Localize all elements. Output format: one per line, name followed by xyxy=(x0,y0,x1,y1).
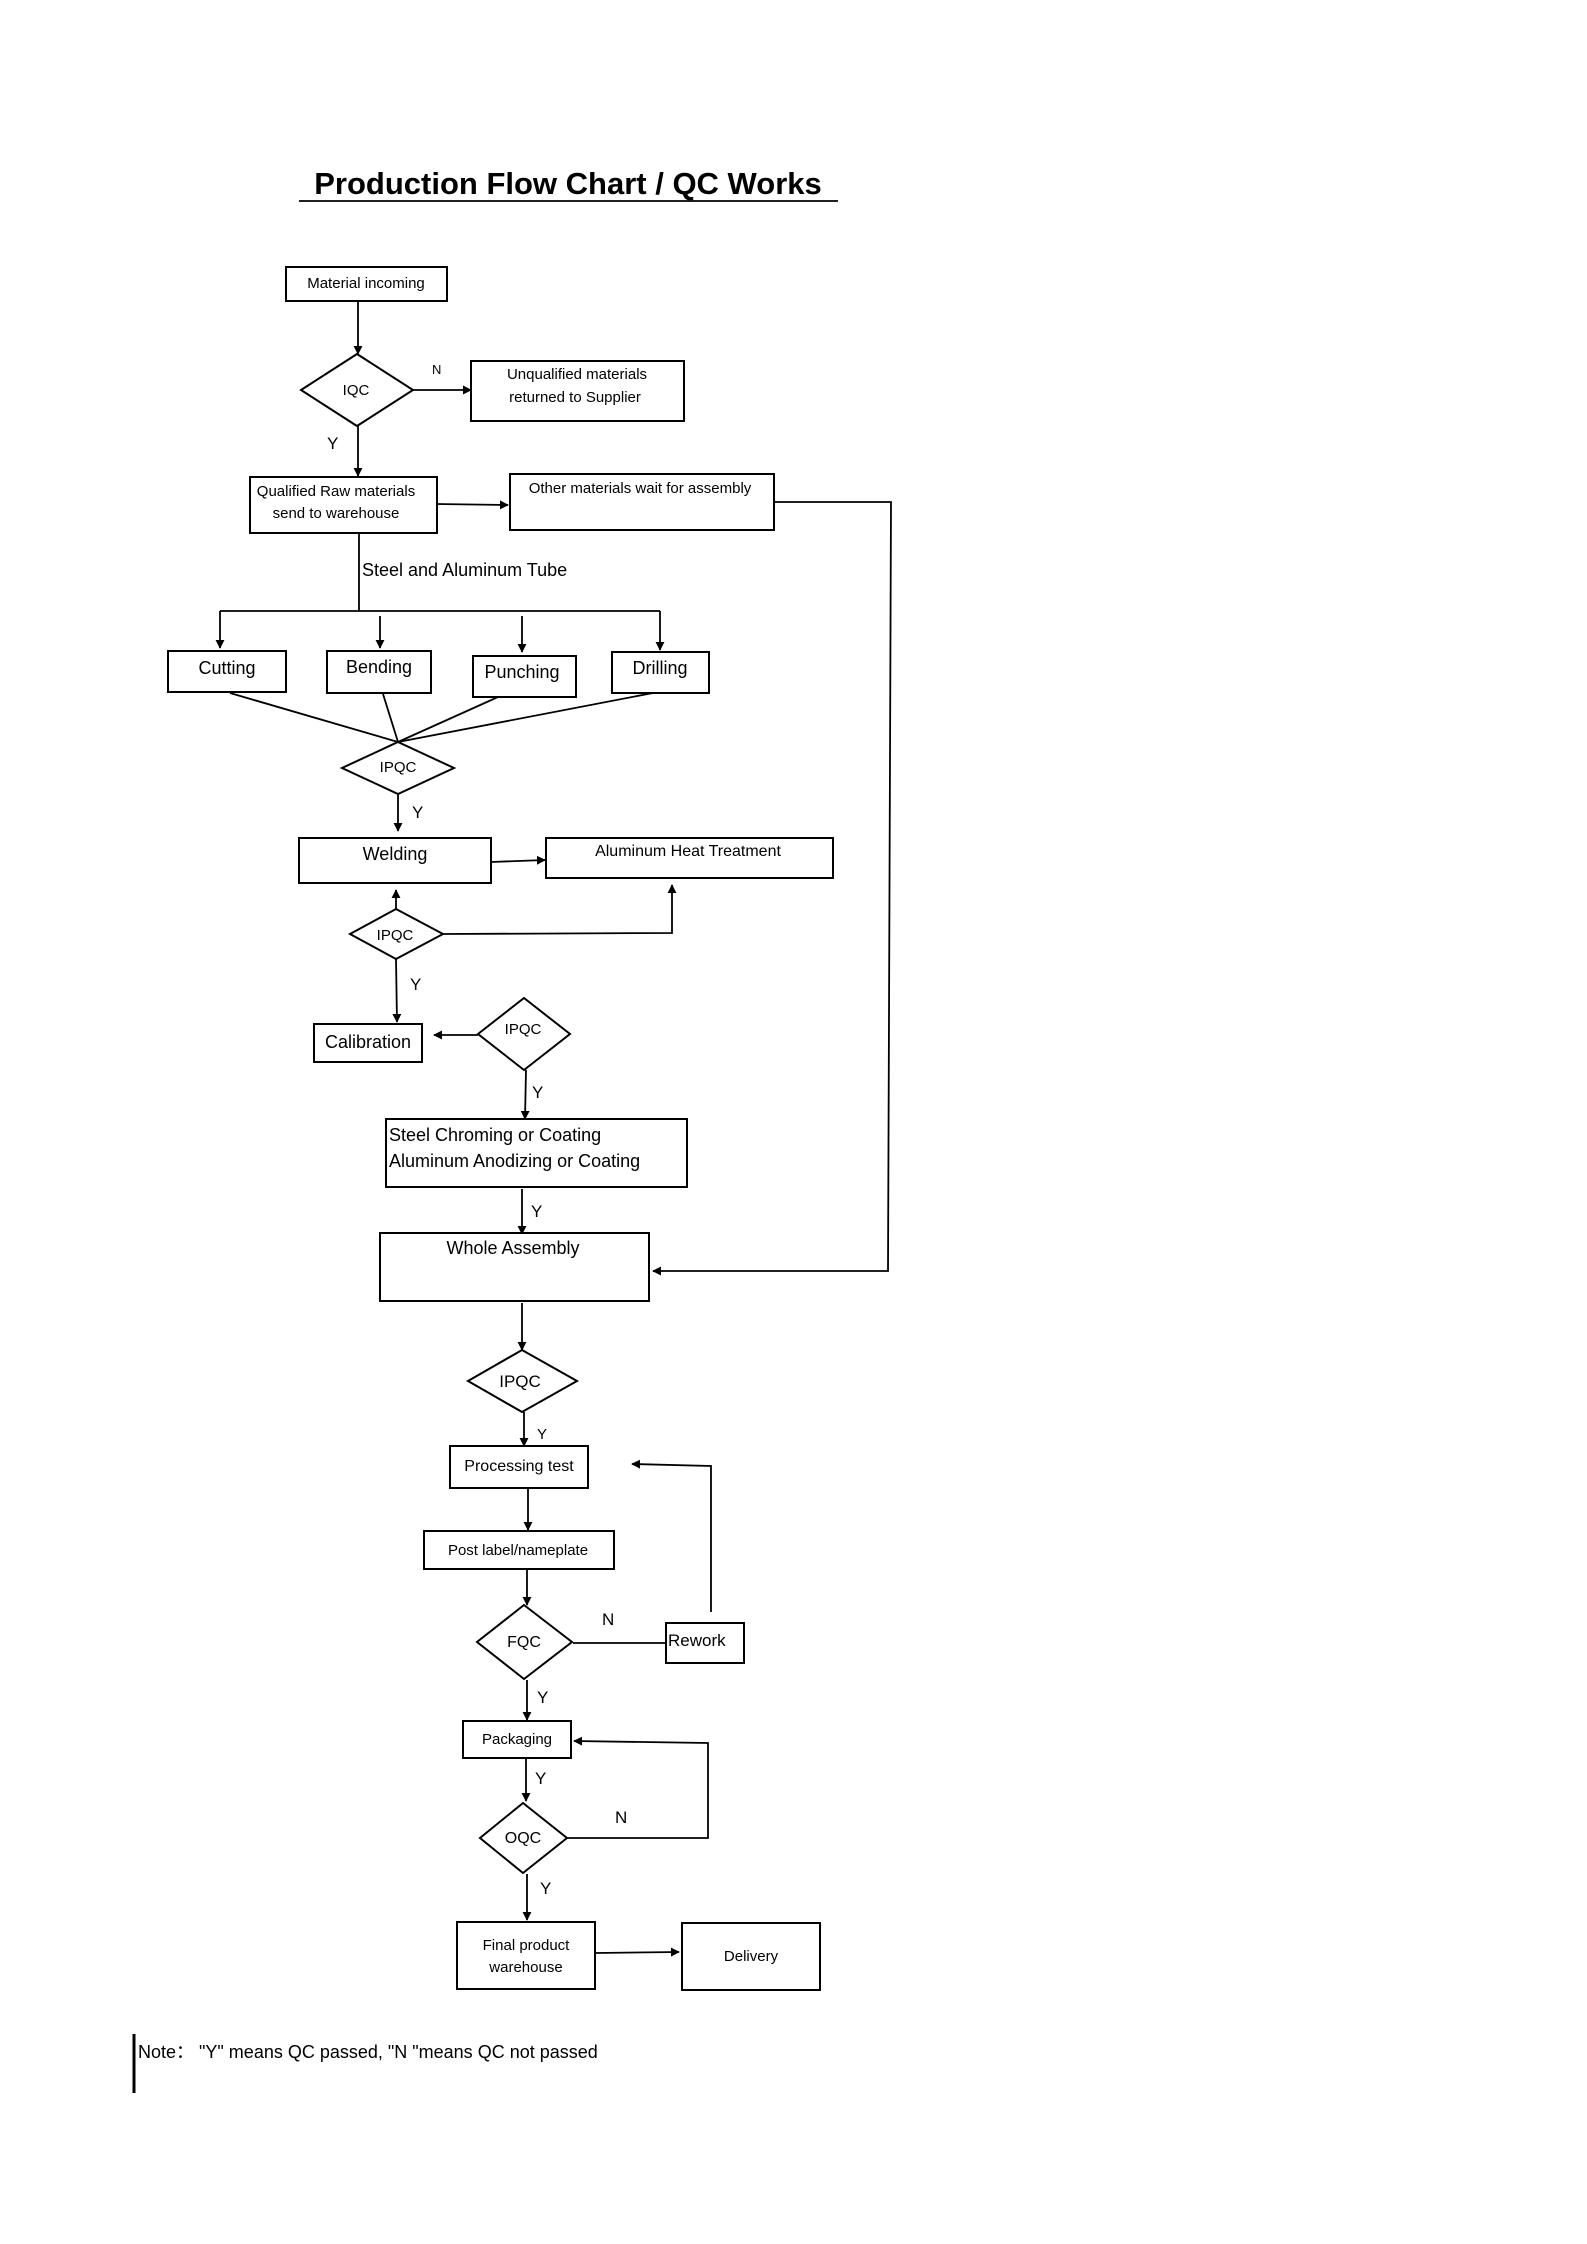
label-oqc-no: N xyxy=(615,1808,627,1827)
decision-ipqc-2: IPQC xyxy=(347,907,446,961)
node-aluminum-heat-treatment: Aluminum Heat Treatment xyxy=(545,837,834,879)
svg-text:IPQC: IPQC xyxy=(505,1021,542,1038)
svg-text:send to warehouse: send to warehouse xyxy=(273,505,400,522)
label-iqc-yes: Y xyxy=(327,434,338,453)
label-ipqc3-yes: Y xyxy=(532,1083,543,1102)
decision-ipqc-3: IPQC xyxy=(476,996,572,1072)
chart-title: Production Flow Chart / QC Works xyxy=(314,166,822,201)
node-material-incoming: Material incoming xyxy=(285,266,448,302)
label-chroming-yes: Y xyxy=(531,1202,542,1221)
node-calibration: Calibration xyxy=(313,1023,423,1063)
decision-iqc: IQC xyxy=(299,352,415,428)
node-rework: Rework xyxy=(665,1622,745,1664)
svg-text:Material incoming: Material incoming xyxy=(307,275,425,292)
svg-text:Post label/nameplate: Post label/nameplate xyxy=(448,1542,588,1559)
svg-text:Packaging: Packaging xyxy=(482,1731,552,1748)
node-post-label: Post label/nameplate xyxy=(423,1530,615,1570)
svg-text:Final product: Final product xyxy=(483,1937,571,1954)
node-bending: Bending xyxy=(326,650,432,694)
svg-text:FQC: FQC xyxy=(507,1634,541,1651)
node-delivery: Delivery xyxy=(681,1922,821,1991)
svg-text:IPQC: IPQC xyxy=(499,1372,541,1391)
decision-ipqc-1: IPQC xyxy=(339,740,457,796)
node-welding: Welding xyxy=(298,837,492,884)
label-ipqc2-yes: Y xyxy=(410,975,421,994)
svg-text:Delivery: Delivery xyxy=(724,1948,779,1965)
decision-fqc: FQC xyxy=(475,1603,574,1681)
node-whole-assembly: Whole Assembly xyxy=(379,1232,650,1302)
node-other-materials: Other materials wait for assembly xyxy=(509,473,775,531)
label-ipqc4-yes: Y xyxy=(537,1426,547,1443)
node-packaging: Packaging xyxy=(462,1720,572,1759)
label-fqc-no: N xyxy=(602,1610,614,1629)
decision-oqc: OQC xyxy=(478,1801,569,1875)
svg-text:Aluminum Anodizing or Coating: Aluminum Anodizing or Coating xyxy=(389,1151,640,1171)
svg-text:Calibration: Calibration xyxy=(325,1032,411,1052)
svg-text:Steel Chroming or Coating: Steel Chroming or Coating xyxy=(389,1125,601,1145)
note-text: Note： "Y" means QC passed, "N "means QC … xyxy=(138,2042,598,2062)
node-cutting: Cutting xyxy=(167,650,287,693)
svg-text:Unqualified materials: Unqualified materials xyxy=(507,366,647,383)
node-punching: Punching xyxy=(472,655,577,698)
label-fqc-yes: Y xyxy=(537,1688,548,1707)
svg-text:Other materials wait for asse: Other materials wait for assembly xyxy=(529,480,752,497)
svg-text:Rework: Rework xyxy=(668,1631,726,1650)
node-final-product-warehouse: Final product warehouse xyxy=(456,1921,596,1990)
node-drilling: Drilling xyxy=(611,651,710,694)
label-steel-aluminum-tube: Steel and Aluminum Tube xyxy=(362,560,567,580)
svg-text:returned to Supplier: returned to Supplier xyxy=(509,389,641,406)
node-qualified-raw-materials: Qualified Raw materials send to warehous… xyxy=(249,476,438,534)
svg-text:Aluminum Heat Treatment: Aluminum Heat Treatment xyxy=(595,843,781,860)
svg-text:IQC: IQC xyxy=(343,382,370,399)
svg-text:Welding: Welding xyxy=(363,844,428,864)
node-processing-test: Processing test xyxy=(449,1445,589,1489)
label-oqc-yes: Y xyxy=(540,1879,551,1898)
decision-ipqc-4: IPQC xyxy=(465,1348,580,1414)
svg-text:Bending: Bending xyxy=(346,657,412,677)
svg-text:IPQC: IPQC xyxy=(377,927,414,944)
node-unqualified-materials: Unqualified materials returned to Suppli… xyxy=(470,360,685,422)
svg-text:Punching: Punching xyxy=(484,662,559,682)
connectors xyxy=(215,301,892,1957)
svg-text:IPQC: IPQC xyxy=(380,759,417,776)
label-packaging-yes: Y xyxy=(535,1769,546,1788)
label-ipqc1-yes: Y xyxy=(412,803,423,822)
svg-text:warehouse: warehouse xyxy=(488,1959,562,1976)
node-chroming-coating: Steel Chroming or Coating Aluminum Anodi… xyxy=(385,1118,688,1188)
svg-text:Drilling: Drilling xyxy=(632,658,687,678)
svg-text:Cutting: Cutting xyxy=(198,658,255,678)
label-iqc-no: N xyxy=(432,362,441,377)
svg-text:OQC: OQC xyxy=(505,1830,541,1847)
svg-text:Qualified Raw materials: Qualified Raw materials xyxy=(257,483,415,500)
svg-text:Whole Assembly: Whole Assembly xyxy=(446,1238,579,1258)
svg-text:Processing test: Processing test xyxy=(464,1458,574,1475)
